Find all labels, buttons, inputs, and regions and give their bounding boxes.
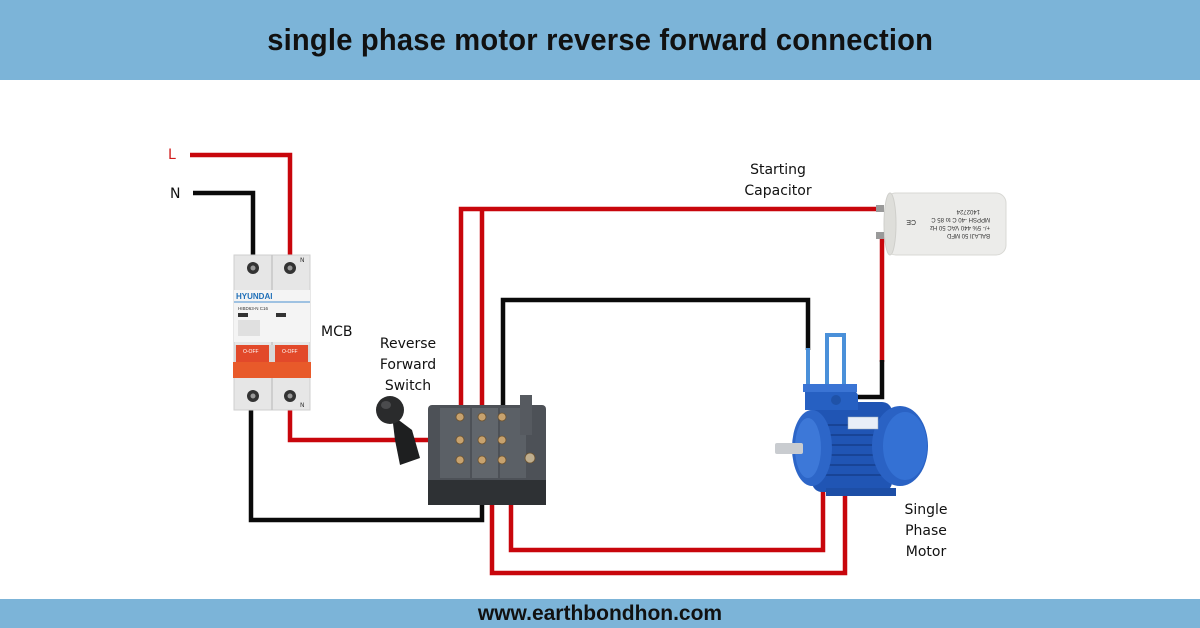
capacitor-label-line-2: Capacitor bbox=[744, 183, 812, 199]
mcb-handle-left-label: O-OFF bbox=[243, 349, 259, 355]
single-phase-motor[interactable] bbox=[775, 384, 928, 496]
wire-capacitor-motor-black bbox=[856, 360, 885, 400]
switch-label-line-2: Forward bbox=[379, 357, 437, 373]
page-title: single phase motor reverse forward conne… bbox=[267, 22, 933, 57]
starting-capacitor[interactable]: BALAJI 50 MFD +/- 5% 440 VAC 50 Hz MPPSH… bbox=[876, 192, 1007, 256]
live-label: L bbox=[168, 147, 176, 163]
title-banner: single phase motor reverse forward conne… bbox=[0, 0, 1200, 80]
switch-label: Reverse Forward Switch bbox=[370, 334, 446, 397]
footer-banner: www.earthbondhon.com bbox=[0, 599, 1200, 628]
mcb-terminal-mark-top: N bbox=[300, 257, 305, 264]
motor-label: Single Phase Motor bbox=[896, 500, 956, 563]
mcb-breaker[interactable]: N N HYUNDAI HIBD63-N C16 O-OFF O-OFF bbox=[233, 254, 311, 411]
reverse-forward-switch[interactable] bbox=[376, 395, 546, 505]
website-link[interactable]: www.earthbondhon.com bbox=[477, 601, 723, 625]
mcb-handle-right-label: O-OFF bbox=[282, 349, 298, 355]
capacitor-label: Starting Capacitor bbox=[738, 160, 818, 202]
mcb-terminal-mark-bottom: N bbox=[300, 402, 305, 409]
capacitor-label-line-1: Starting bbox=[750, 162, 806, 178]
mcb-brand: HYUNDAI bbox=[236, 292, 272, 301]
wire-switch-capacitor-a bbox=[458, 206, 882, 413]
capacitor-print-1: BALAJI 50 MFD bbox=[946, 232, 990, 238]
motor-label-line-2: Phase bbox=[905, 523, 947, 539]
capacitor-print-3: MPPSH -40 C to 85 C bbox=[931, 216, 990, 222]
capacitor-ce-mark: CE bbox=[906, 218, 916, 225]
mcb-model: HIBD63-N C16 bbox=[238, 306, 269, 311]
wire-live-supply bbox=[190, 152, 293, 258]
switch-label-line-1: Reverse bbox=[379, 336, 437, 352]
capacitor-print-4: 1402724 bbox=[956, 208, 980, 214]
wire-neutral-supply bbox=[193, 190, 256, 258]
switch-label-line-3: Switch bbox=[384, 378, 432, 394]
switch-handle[interactable] bbox=[376, 396, 420, 465]
motor-label-line-1: Single bbox=[904, 502, 948, 518]
wire-switch-motor-neutral bbox=[500, 297, 811, 415]
motor-leads bbox=[806, 333, 846, 388]
neutral-label: N bbox=[170, 186, 181, 202]
mcb-label: MCB bbox=[321, 324, 353, 340]
motor-label-line-3: Motor bbox=[905, 544, 947, 560]
capacitor-print-2: +/- 5% 440 VAC 50 Hz bbox=[930, 224, 990, 230]
